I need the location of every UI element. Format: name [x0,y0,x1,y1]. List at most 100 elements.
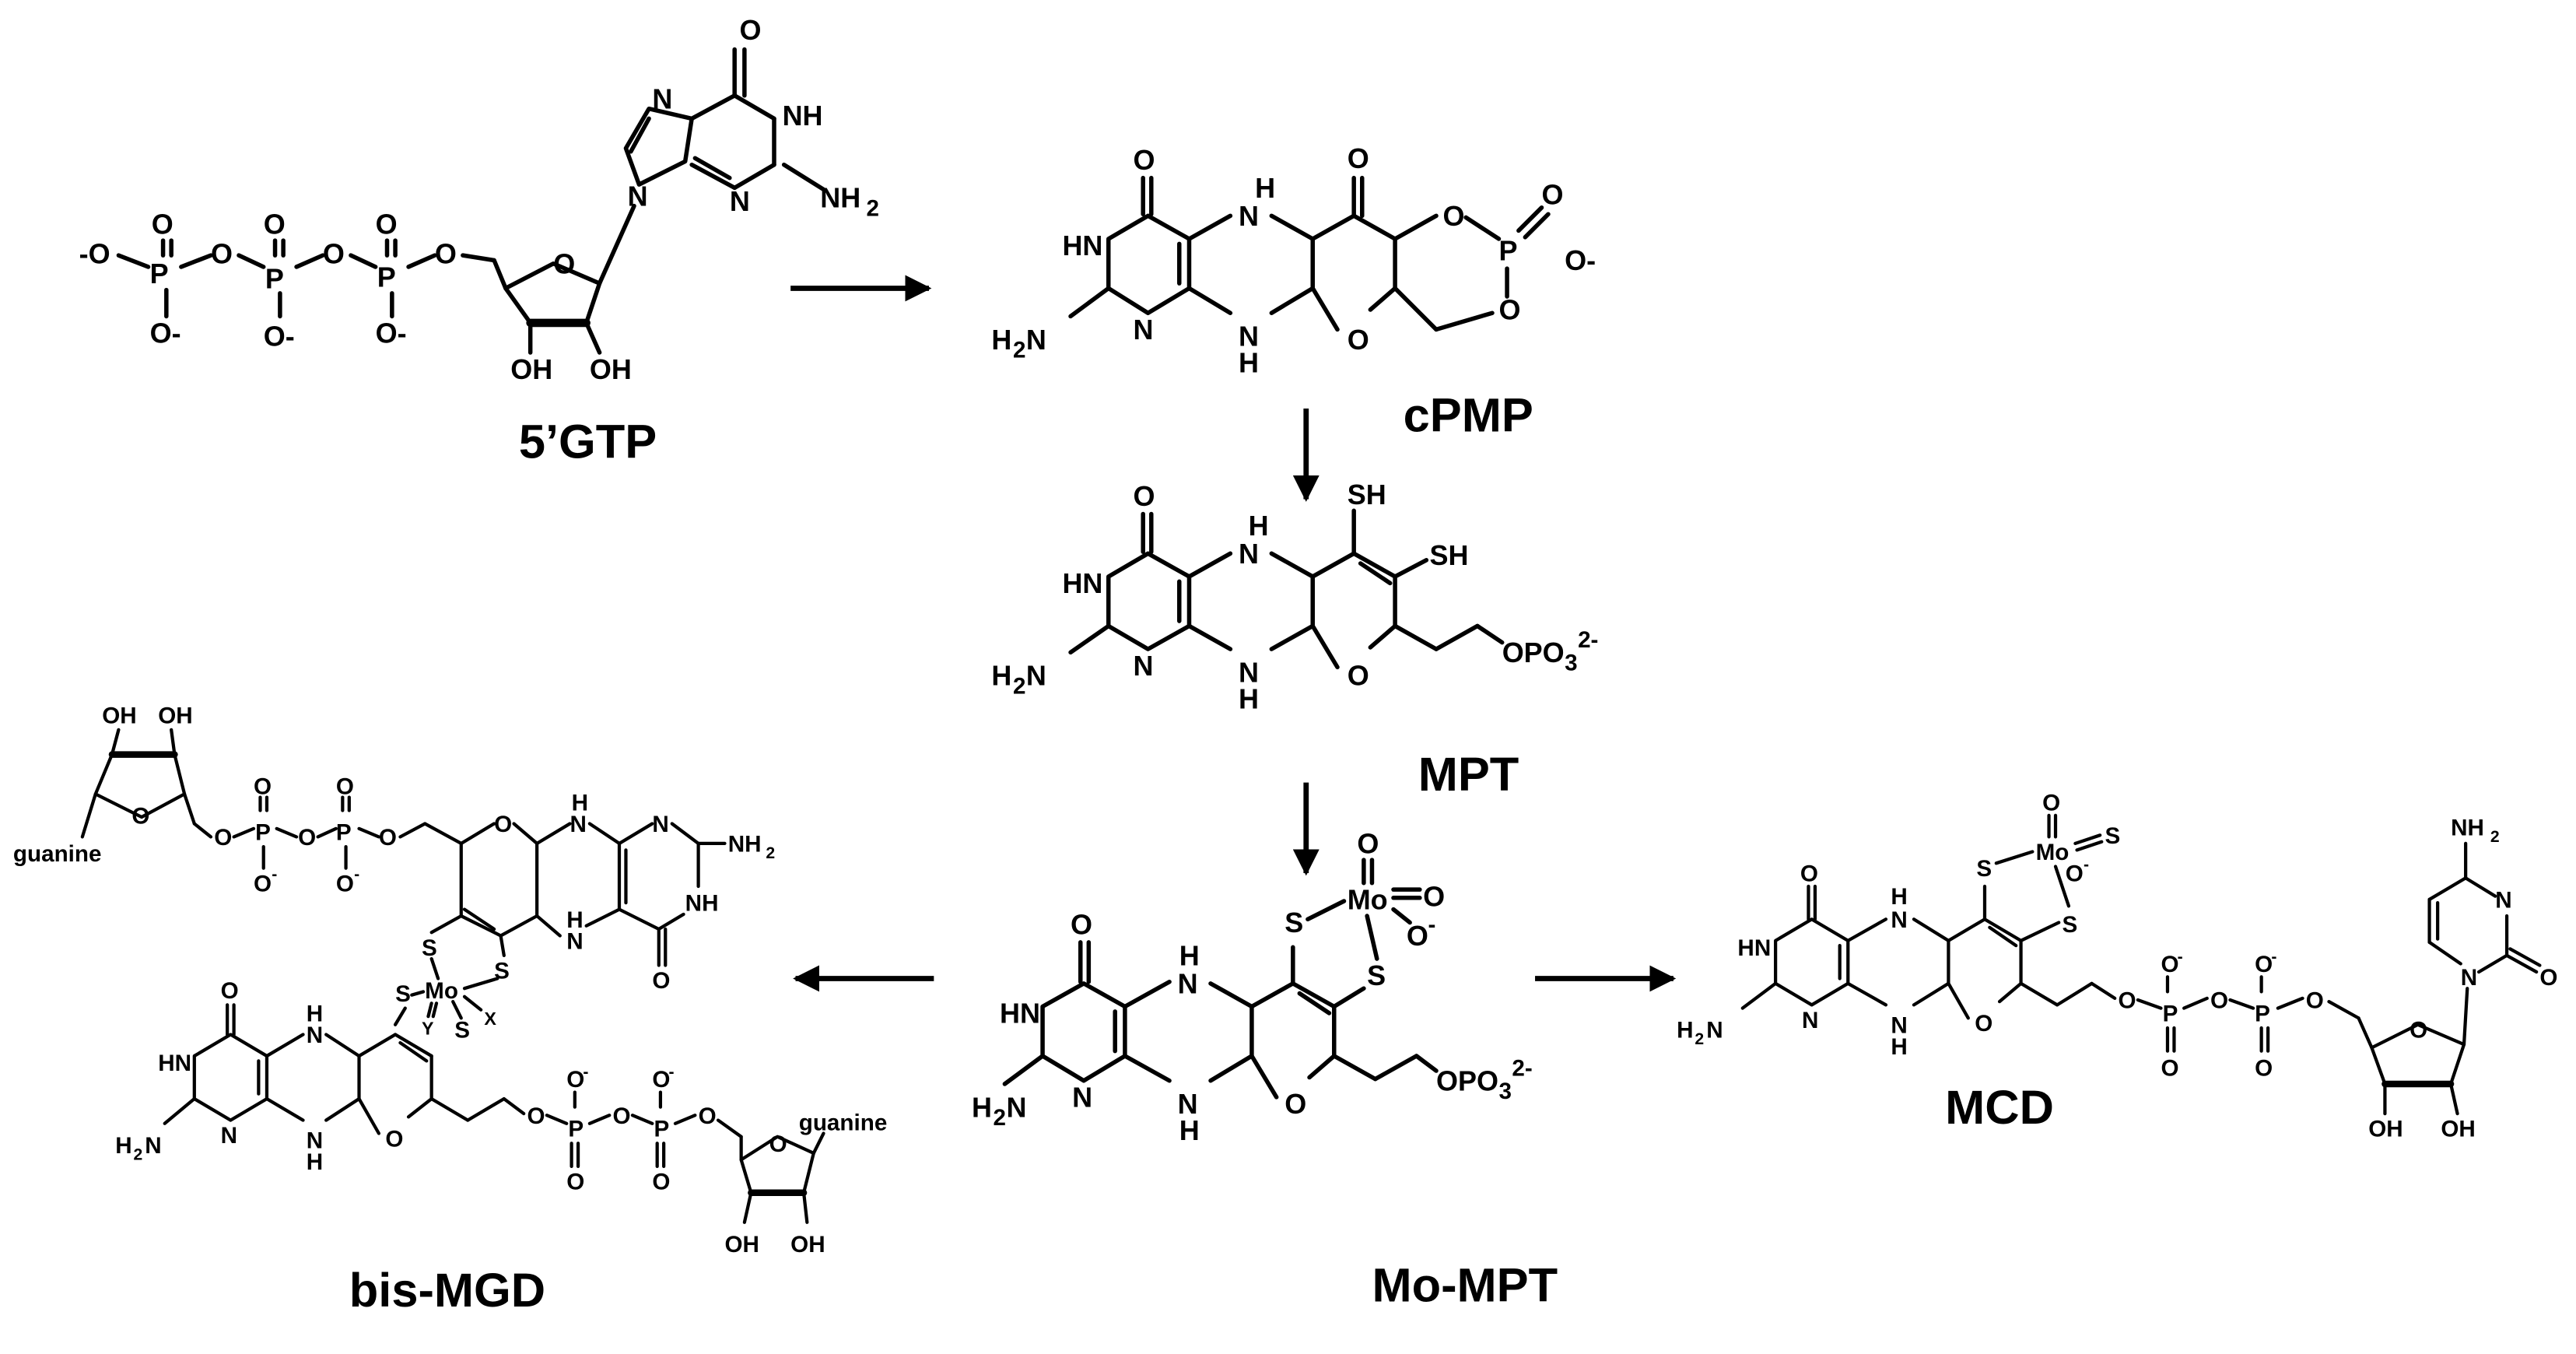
svg-text:O-: O- [1565,244,1596,276]
svg-text:O: O [1423,880,1445,912]
svg-text:O: O [336,773,354,799]
svg-text:N: N [1026,324,1046,356]
svg-text:P: P [265,262,284,294]
svg-text:O: O [2210,988,2228,1014]
svg-text:NH: NH [2451,815,2484,840]
svg-text:H: H [1239,346,1259,378]
svg-text:S: S [422,935,437,961]
svg-text:N: N [1239,538,1259,570]
svg-text:N: N [1133,314,1153,346]
svg-text:-: - [583,1064,588,1082]
svg-text:3: 3 [1565,651,1577,676]
svg-text:N: N [2461,965,2477,991]
svg-text:N: N [566,928,583,954]
svg-text:O: O [2042,791,2060,816]
svg-text:H: H [307,1001,323,1027]
svg-text:O: O [1407,920,1428,952]
svg-text:O: O [214,825,232,851]
svg-text:S: S [1976,856,1992,882]
svg-text:O: O [1348,324,1369,356]
svg-text:H: H [991,660,1011,692]
svg-text:O: O [1133,480,1155,512]
svg-text:O: O [1348,660,1369,692]
guanine-label-top: guanine [13,841,102,867]
svg-text:O: O [652,1067,670,1093]
svg-text:N: N [1133,650,1153,682]
svg-text:O: O [336,871,354,896]
svg-text:O: O [152,209,173,240]
svg-text:O-: O- [150,317,181,349]
compound-label-mpt: MPT [1418,748,1519,802]
svg-text:2: 2 [1013,337,1025,363]
svg-text:P: P [255,820,271,846]
svg-text:OH: OH [790,1232,825,1258]
svg-text:O: O [1800,861,1818,887]
svg-text:P: P [336,820,352,846]
svg-text:O: O [2066,861,2084,887]
svg-text:2: 2 [994,1105,1006,1131]
svg-text:HN: HN [1062,230,1102,261]
svg-text:2-: 2- [1512,1055,1532,1081]
svg-text:O: O [1975,1011,1992,1037]
svg-text:OH: OH [724,1232,759,1258]
svg-text:Mo: Mo [425,978,458,1004]
svg-text:X: X [484,1008,496,1029]
svg-text:H: H [566,907,583,933]
svg-text:OH: OH [102,703,136,728]
guanine-label-bottom: guanine [799,1110,888,1135]
svg-text:OH: OH [158,703,192,728]
svg-text:-: - [669,1064,675,1082]
svg-text:O: O [1133,144,1155,176]
svg-text:O: O [527,1103,545,1129]
svg-text:H: H [1677,1018,1693,1044]
svg-text:O: O [221,978,239,1004]
svg-text:SH: SH [1348,479,1386,510]
svg-text:N: N [1178,968,1198,1000]
svg-text:O: O [1357,828,1379,860]
svg-text:N: N [652,83,672,115]
svg-text:3: 3 [1498,1079,1511,1104]
svg-text:N: N [730,185,750,217]
svg-text:H: H [972,1091,992,1123]
svg-text:H: H [1179,1114,1200,1146]
svg-text:N: N [307,1023,323,1048]
compound-label-mcd: MCD [1945,1081,2054,1135]
svg-text:S: S [2105,823,2121,849]
svg-text:-: - [272,865,277,883]
svg-text:O: O [264,209,286,240]
svg-text:NH: NH [820,182,860,214]
svg-text:H: H [1249,510,1269,542]
svg-text:O: O [613,1103,631,1129]
svg-text:O: O [2118,988,2136,1014]
svg-text:OH: OH [2368,1117,2403,1142]
svg-text:N: N [1239,321,1259,353]
compound-label-bismgd: bis-MGD [349,1264,545,1317]
svg-text:N: N [2495,887,2511,913]
svg-text:N: N [1072,1082,1092,1114]
svg-text:S: S [1284,907,1303,938]
svg-text:NH: NH [685,891,719,917]
svg-text:2-: 2- [1578,627,1598,653]
svg-text:O: O [435,238,457,270]
svg-text:H: H [1891,884,1907,910]
svg-text:P: P [1498,234,1517,266]
svg-text:P: P [568,1117,584,1142]
svg-text:N: N [652,812,668,837]
svg-text:-: - [1428,912,1435,938]
svg-text:O: O [494,812,512,837]
svg-text:O: O [1498,294,1520,326]
svg-text:O: O [769,1131,787,1157]
svg-text:O: O [298,825,316,851]
svg-text:P: P [2163,1001,2178,1027]
compound-label-mompt: Mo-MPT [1372,1258,1558,1312]
svg-text:S: S [454,1018,470,1044]
svg-text:O: O [323,238,345,270]
svg-text:N: N [570,812,586,837]
svg-text:N: N [1006,1091,1026,1123]
svg-text:2: 2 [133,1145,142,1163]
svg-text:N: N [145,1133,161,1159]
svg-text:N: N [1891,1012,1907,1038]
svg-text:N: N [1239,656,1259,688]
